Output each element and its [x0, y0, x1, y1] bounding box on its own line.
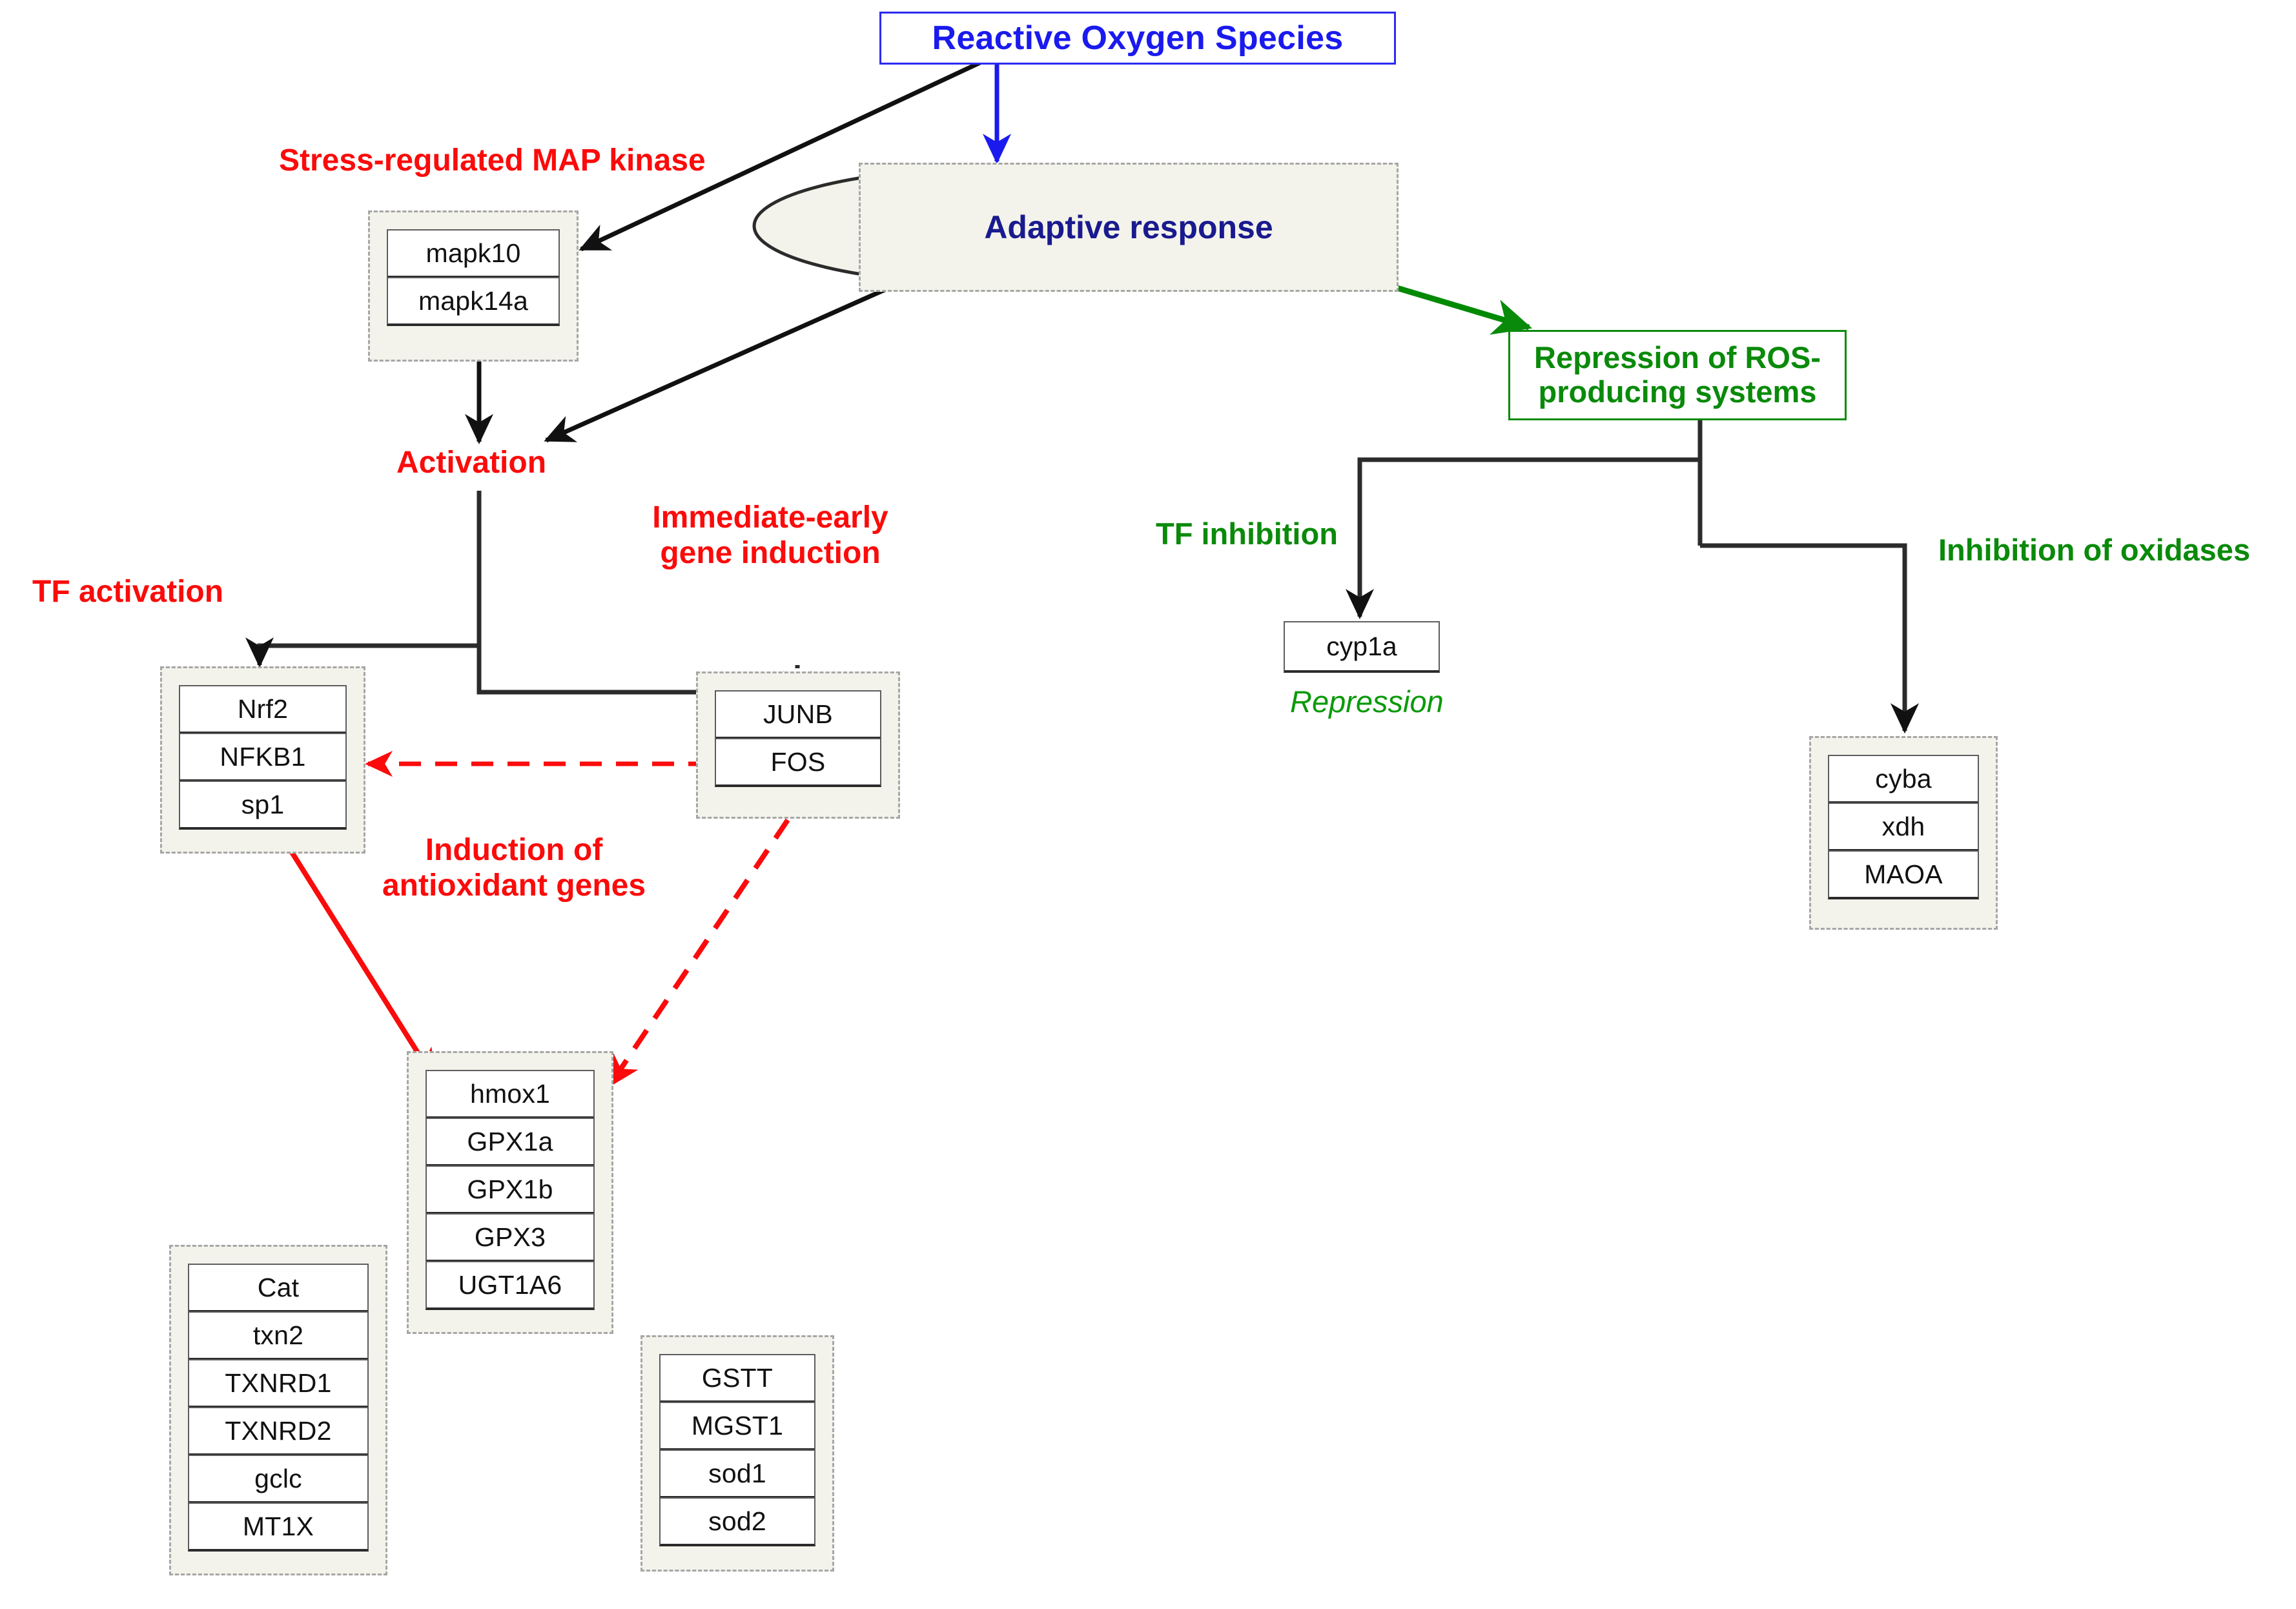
- group-mapk: mapk10 mapk14a: [368, 210, 579, 362]
- gene-cell[interactable]: UGT1A6: [425, 1261, 595, 1310]
- gene-cell[interactable]: MAOA: [1828, 850, 1979, 899]
- label-activation: Activation: [396, 446, 547, 480]
- gene-cell[interactable]: mapk14a: [387, 277, 560, 326]
- gene-cell[interactable]: MT1X: [188, 1502, 369, 1552]
- group-antioxidant: hmox1 GPX1a GPX1b GPX3 UGT1A6: [407, 1051, 613, 1334]
- gene-cell[interactable]: txn2: [188, 1311, 369, 1360]
- gene-cell[interactable]: TXNRD1: [188, 1359, 369, 1408]
- gene-cell[interactable]: Nrf2: [179, 685, 347, 734]
- gene-cell[interactable]: gclc: [188, 1455, 369, 1504]
- label-tf-activation: TF activation: [32, 575, 224, 609]
- gene-cell[interactable]: sp1: [179, 781, 347, 830]
- gene-cell[interactable]: GPX3: [425, 1213, 595, 1262]
- gene-cell[interactable]: GPX1a: [425, 1118, 595, 1167]
- gene-cell[interactable]: GSTT: [659, 1354, 815, 1403]
- gene-cell[interactable]: xdh: [1828, 803, 1979, 852]
- repression-of-ros-node[interactable]: Repression of ROS- producing systems: [1508, 330, 1847, 420]
- group-thioredoxin: Cat txn2 TXNRD1 TXNRD2 gclc MT1X: [169, 1245, 387, 1575]
- label-tf-inhibition: TF inhibition: [1156, 517, 1338, 551]
- group-tf-activation: Nrf2 NFKB1 sp1: [160, 666, 365, 854]
- adaptive-response-label: Adaptive response: [984, 209, 1273, 245]
- gene-cell[interactable]: cyba: [1828, 755, 1979, 804]
- wire-repression-branch-left: [1345, 457, 1700, 620]
- label-immediate-early-gene-induction: Immediate-early gene induction: [652, 500, 888, 570]
- label-induction-antioxidant-genes: Induction of antioxidant genes: [382, 833, 646, 903]
- adaptive-response-group: [859, 163, 1399, 292]
- wire-activation-branch-left: [257, 491, 482, 660]
- repression-of-ros-label: Repression of ROS- producing systems: [1534, 340, 1821, 409]
- gene-cell[interactable]: hmox1: [425, 1070, 595, 1119]
- gene-cell[interactable]: Cat: [188, 1264, 369, 1313]
- gene-cyp1a[interactable]: cyp1a: [1284, 621, 1440, 673]
- reactive-oxygen-species-node[interactable]: Reactive Oxygen Species: [879, 12, 1396, 65]
- adaptive-response-label-wrap[interactable]: Adaptive response: [859, 163, 1399, 292]
- gene-cell[interactable]: FOS: [715, 738, 881, 787]
- label-repression-italic: Repression: [1290, 684, 1444, 719]
- gene-cell[interactable]: GPX1b: [425, 1165, 595, 1214]
- gene-cell[interactable]: JUNB: [715, 690, 881, 739]
- gene-cell[interactable]: mapk10: [387, 229, 560, 278]
- gene-cell[interactable]: MGST1: [659, 1402, 815, 1451]
- wire-adaptive-to-activation: [544, 287, 887, 443]
- gene-cell[interactable]: sod2: [659, 1497, 815, 1546]
- group-gst-sod: GSTT MGST1 sod1 sod2: [641, 1335, 834, 1572]
- group-oxidases: cyba xdh MAOA: [1809, 736, 1998, 930]
- gene-cell[interactable]: TXNRD2: [188, 1407, 369, 1456]
- label-stress-map-kinase: Stress-regulated MAP kinase: [279, 143, 706, 178]
- label-inhibition-of-oxidases: Inhibition of oxidases: [1938, 533, 2251, 567]
- group-immediate-early: JUNB FOS: [696, 671, 900, 819]
- gene-cell[interactable]: sod1: [659, 1450, 815, 1499]
- gene-cell[interactable]: NFKB1: [179, 733, 347, 782]
- wire-repression-branch-right: [1700, 543, 1920, 734]
